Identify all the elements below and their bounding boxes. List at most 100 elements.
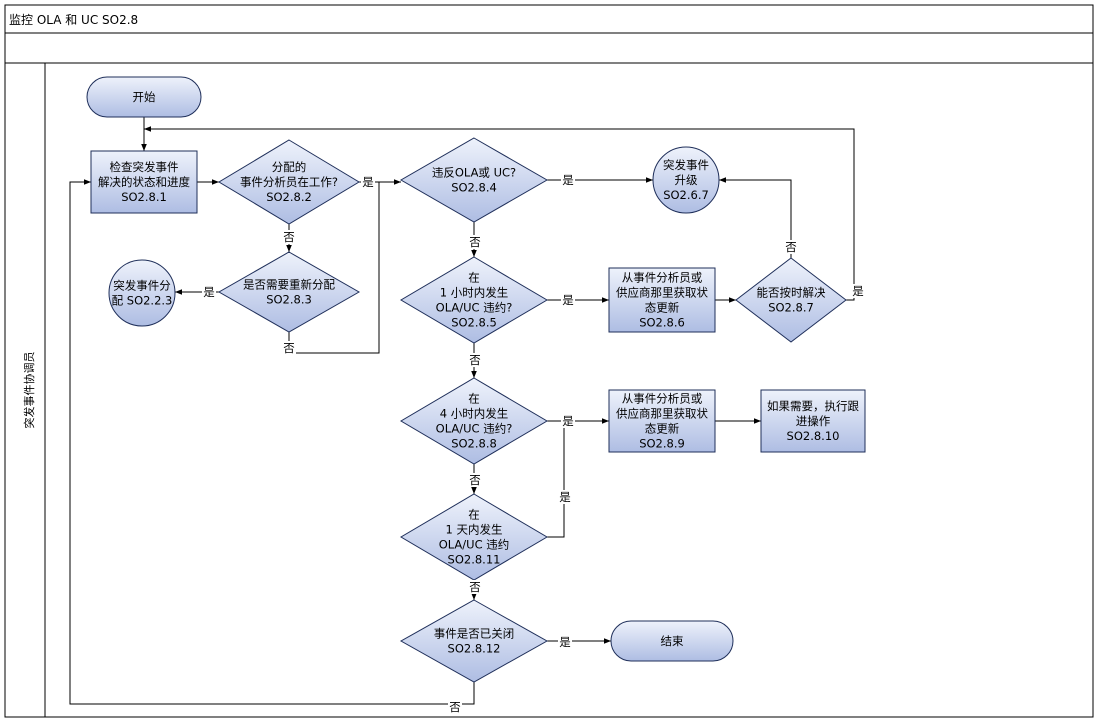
edge-label-e2811_yes: 是	[559, 490, 571, 504]
edge-label-e285_no: 否	[469, 353, 481, 367]
edge-label-e283_no: 否	[283, 341, 295, 355]
node-n284: 违反OLA或 UC?SO2.8.4	[399, 137, 549, 223]
node-n2810-text-0: 如果需要，执行跟	[767, 399, 859, 413]
connector-e-287-no	[719, 177, 792, 258]
edge-label-e2812_yes: 是	[559, 635, 571, 649]
edge-label-bg-e288_yes	[561, 414, 575, 428]
edge-label-bg-e2812_yes	[558, 635, 572, 649]
edge-label-e285_yes: 是	[562, 293, 574, 307]
edge-label-e2812_no: 否	[449, 700, 461, 714]
node-n282-text-1: 事件分析员在工作?	[240, 175, 338, 189]
node-n223-text-0: 突发事件分	[113, 279, 171, 293]
edge-label-bg-e288_no	[468, 473, 482, 487]
node-start: 开始	[86, 76, 202, 118]
node-n2811-text-3: SO2.8.11	[448, 553, 501, 567]
edge-label-e287_no: 否	[785, 240, 797, 254]
node-n286-text-3: SO2.8.6	[639, 316, 685, 330]
node-n283-text-1: SO2.8.3	[266, 293, 312, 307]
edge-label-bg-e283_no	[282, 341, 296, 355]
edge-label-bg-e287_yes	[851, 284, 865, 298]
node-n2812-text-0: 事件是否已关闭	[434, 627, 515, 641]
node-n2810-text-2: SO2.8.10	[787, 429, 840, 443]
edge-label-e2811_no: 否	[469, 580, 481, 594]
nodes: 开始检查突发事件解决的状态和进度SO2.8.1分配的事件分析员在工作?SO2.8…	[86, 76, 866, 683]
edge-label-bg-e287_no	[784, 240, 798, 254]
node-n282-text-2: SO2.8.2	[266, 190, 312, 204]
edge-label-e288_yes: 是	[562, 414, 574, 428]
node-start-text-0: 开始	[133, 90, 156, 104]
node-n285-text-2: OLA/UC 违约?	[436, 301, 513, 315]
edge-label-bg-e284_yes	[561, 173, 575, 187]
node-n223-text-1: 配 SO2.2.3	[112, 294, 173, 308]
node-n267-text-0: 突发事件	[663, 158, 709, 172]
node-n284-text-0: 违反OLA或 UC?	[432, 166, 516, 180]
edge-label-bg-e284_no	[468, 235, 482, 249]
connector-e-287-yes	[144, 126, 855, 301]
node-n285-text-1: 1 小时内发生	[440, 286, 508, 300]
node-n2811-text-2: OLA/UC 违约	[439, 538, 510, 552]
node-n289-text-3: SO2.8.9	[639, 437, 685, 451]
node-n285-text-0: 在	[468, 271, 480, 285]
node-end-text-0: 结束	[661, 634, 684, 648]
node-n286-text-1: 供应商那里获取状	[616, 286, 708, 300]
node-n288-text-1: 4 小时内发生	[440, 407, 508, 421]
edge-label-bg-e283_yes	[202, 285, 216, 299]
node-n288-text-0: 在	[468, 392, 480, 406]
node-n281-text-0: 检查突发事件	[110, 160, 179, 174]
edge-label-e284_yes: 是	[562, 173, 574, 187]
edge-label-bg-e285_no	[468, 353, 482, 367]
edge-label-e283_yes: 是	[203, 285, 215, 299]
node-n289-text-0: 从事件分析员或	[622, 392, 703, 406]
node-n2812-text-1: SO2.8.12	[448, 642, 501, 656]
diagram-title: 监控 OLA 和 UC SO2.8	[9, 13, 139, 27]
node-n281-text-2: SO2.8.1	[121, 190, 167, 204]
node-n283-text-0: 是否需要重新分配	[243, 278, 335, 292]
node-n289-text-1: 供应商那里获取状	[616, 407, 708, 421]
node-n2811-text-1: 1 天内发生	[446, 523, 503, 537]
node-n286-text-2: 态更新	[645, 301, 680, 315]
edge-label-bg-e2811_no	[468, 580, 482, 594]
node-n281-text-1: 解决的状态和进度	[98, 175, 190, 189]
node-end: 结束	[610, 620, 734, 662]
node-n267-text-1: 升级	[675, 173, 698, 187]
connector-e-2811-yes	[547, 421, 565, 538]
edge-label-bg-e2812_no	[448, 700, 462, 714]
node-n282-text-0: 分配的	[272, 160, 307, 174]
node-n286-text-0: 从事件分析员或	[622, 271, 703, 285]
node-n285-text-3: SO2.8.5	[451, 316, 497, 330]
node-n287-text-0: 能否按时解决	[757, 286, 826, 300]
node-n289-text-2: 态更新	[645, 422, 680, 436]
edge-label-e287_yes: 是	[852, 284, 864, 298]
edge-label-bg-e282_no	[282, 230, 296, 244]
node-n284-text-1: SO2.8.4	[451, 181, 497, 195]
edge-label-bg-e285_yes	[561, 293, 575, 307]
connector-e-2812-no	[69, 179, 475, 705]
node-n287-text-1: SO2.8.7	[768, 301, 814, 315]
edge-label-e282_no: 否	[283, 230, 295, 244]
node-n267-text-2: SO2.6.7	[663, 188, 709, 202]
node-n2810-text-1: 进操作	[796, 414, 831, 428]
edge-label-bg-e282_yes	[361, 175, 375, 189]
node-n288-text-3: SO2.8.8	[451, 437, 497, 451]
edge-label-e288_no: 否	[469, 473, 481, 487]
edge-label-e284_no: 否	[469, 235, 481, 249]
edge-label-e282_yes: 是	[362, 175, 374, 189]
edge-label-bg-e2811_yes	[558, 490, 572, 504]
node-n288-text-2: OLA/UC 违约?	[436, 422, 513, 436]
